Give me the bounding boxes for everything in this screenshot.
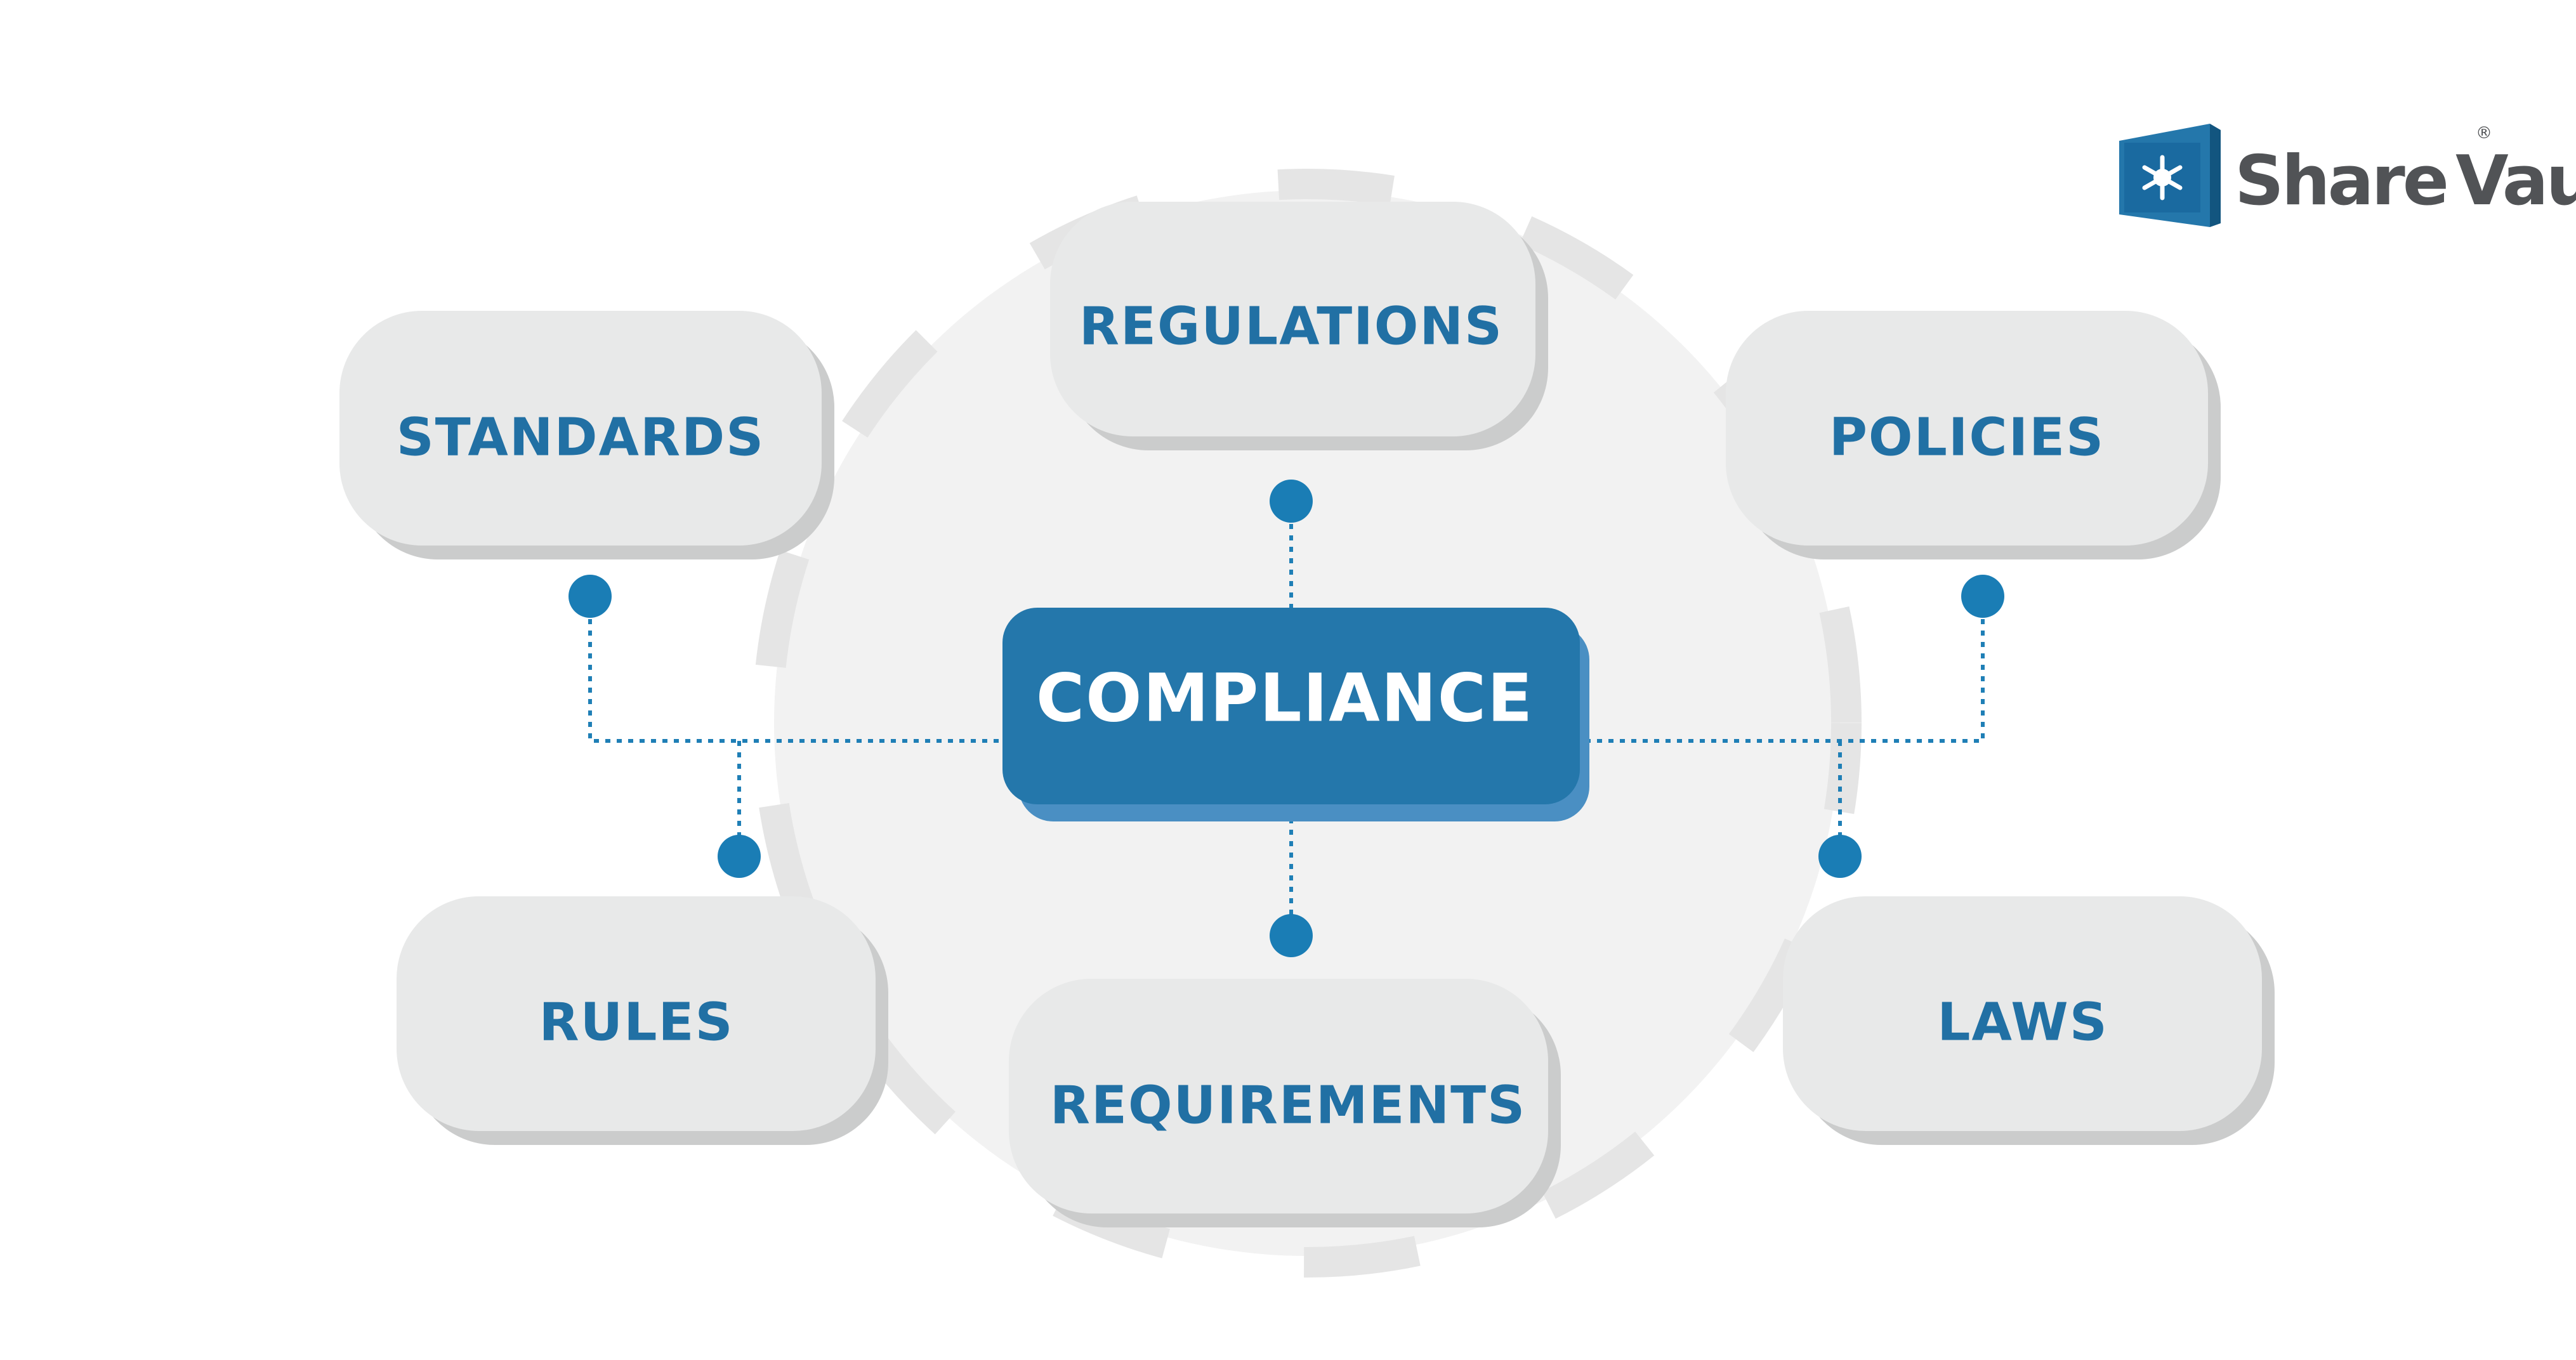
logo-registered-mark: ®: [2476, 124, 2492, 143]
dot-rules: [718, 835, 761, 878]
dot-laws: [1818, 835, 1862, 878]
dot-policies: [1961, 575, 2004, 618]
node-standards: STANDARDS: [339, 311, 834, 559]
node-requirements: REQUIREMENTS: [1009, 979, 1561, 1227]
node-label-policies: POLICIES: [1829, 407, 2105, 468]
node-body: [1726, 311, 2208, 546]
ring-dashes: [752, 169, 1862, 1278]
node-policies: POLICIES: [1726, 311, 2221, 559]
node-body: [1050, 202, 1535, 436]
node-label-laws: LAWS: [1937, 992, 2108, 1052]
node-body: [397, 896, 876, 1131]
node-label-rules: RULES: [539, 992, 733, 1052]
dot-standards: [568, 575, 612, 618]
node-laws: LAWS: [1783, 896, 2275, 1145]
connector-standards: [588, 596, 1002, 743]
node-body: [1009, 979, 1548, 1213]
node-label-standards: STANDARDS: [397, 407, 765, 468]
svg-text:ShareVault: ShareVault: [2235, 141, 2576, 221]
node-regulations: REGULATIONS: [1050, 202, 1548, 450]
node-rules: RULES: [397, 896, 888, 1145]
node-body: [339, 311, 822, 546]
dot-regulations: [1270, 480, 1313, 523]
dot-requirements: [1270, 914, 1313, 957]
sharevault-logo: ShareVault ®: [2119, 124, 2576, 227]
logo-word-vault: Vault: [2455, 141, 2576, 221]
connector-dots: [568, 480, 2004, 957]
logo-word-share: Share: [2235, 141, 2447, 221]
center-body: [1002, 608, 1580, 804]
connector-policies: [1586, 596, 1985, 743]
node-label-requirements: REQUIREMENTS: [1050, 1075, 1526, 1135]
center-label: COMPLIANCE: [1036, 659, 1534, 736]
snowflake-vault-icon: [2119, 124, 2221, 227]
node-body: [1783, 896, 2262, 1131]
center-node: COMPLIANCE: [1002, 608, 1589, 821]
node-label-regulations: REGULATIONS: [1079, 296, 1503, 356]
